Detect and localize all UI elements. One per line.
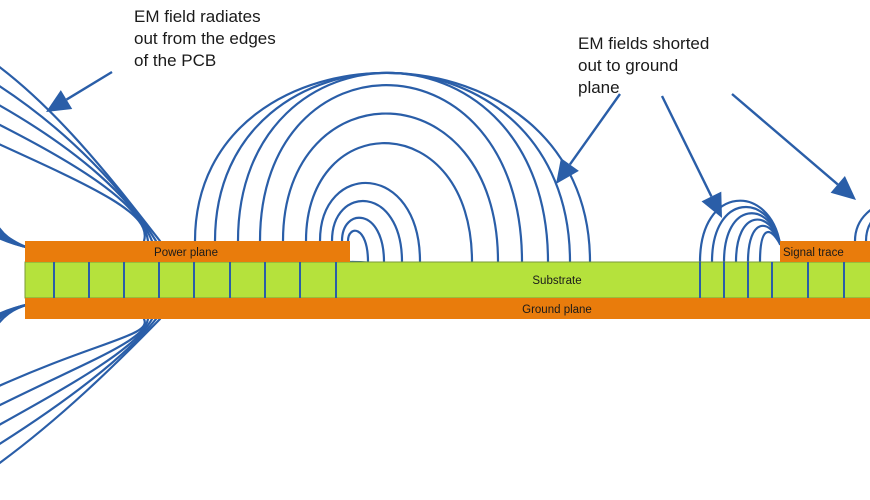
field-line	[0, 317, 154, 426]
field-line	[304, 142, 474, 300]
field-line	[0, 143, 146, 243]
field-line	[330, 199, 404, 300]
field-line	[853, 209, 870, 243]
field-line	[0, 302, 32, 315]
field-lines	[0, 66, 870, 465]
field-line	[318, 181, 422, 300]
field-line	[0, 85, 158, 243]
substrate-field-ticks	[53, 262, 845, 298]
annotation-edge-radiation: EM field radiates out from the edges of …	[134, 7, 276, 70]
ground-plane	[25, 298, 870, 319]
field-line	[0, 317, 162, 465]
signal-trace	[780, 241, 870, 262]
arrow-shorted-3	[731, 93, 856, 200]
field-line	[0, 302, 32, 317]
arrowhead-icon	[556, 158, 579, 184]
field-line	[0, 317, 146, 387]
field-line	[746, 224, 782, 300]
arrow-edge-radiation	[46, 70, 113, 112]
arrow-shaft	[65, 70, 113, 101]
field-line	[0, 237, 32, 250]
field-line	[0, 317, 150, 407]
power-plane	[25, 241, 350, 262]
arrow-shaft	[660, 95, 713, 197]
field-line	[258, 84, 524, 300]
field-line	[0, 317, 158, 445]
field-line	[864, 221, 870, 243]
substrate-label: Substrate	[532, 275, 581, 287]
arrow-shaft	[568, 93, 621, 166]
annotation-arrows	[46, 70, 856, 218]
ground-plane-label: Ground plane	[522, 304, 592, 316]
substrate-layer	[24, 261, 870, 299]
field-line	[0, 233, 32, 250]
arrow-shorted-2	[660, 95, 722, 218]
annotation-shorted-fields: EM fields shorted out to ground plane	[578, 34, 710, 97]
arrow-shorted-1	[556, 93, 621, 184]
signal-trace-label: Signal trace	[783, 247, 844, 259]
arrowhead-icon	[830, 176, 856, 200]
field-line	[0, 231, 32, 250]
arrowhead-icon	[701, 191, 722, 218]
field-line	[0, 123, 150, 243]
power-plane-label: Power plane	[154, 247, 218, 259]
field-line	[340, 216, 386, 300]
field-line	[0, 235, 32, 250]
arrowhead-icon	[46, 90, 73, 112]
field-line	[281, 112, 500, 300]
field-line	[0, 104, 154, 243]
field-line	[0, 66, 162, 243]
field-line	[236, 71, 550, 300]
field-line	[0, 302, 32, 318]
arrow-shaft	[731, 93, 839, 186]
